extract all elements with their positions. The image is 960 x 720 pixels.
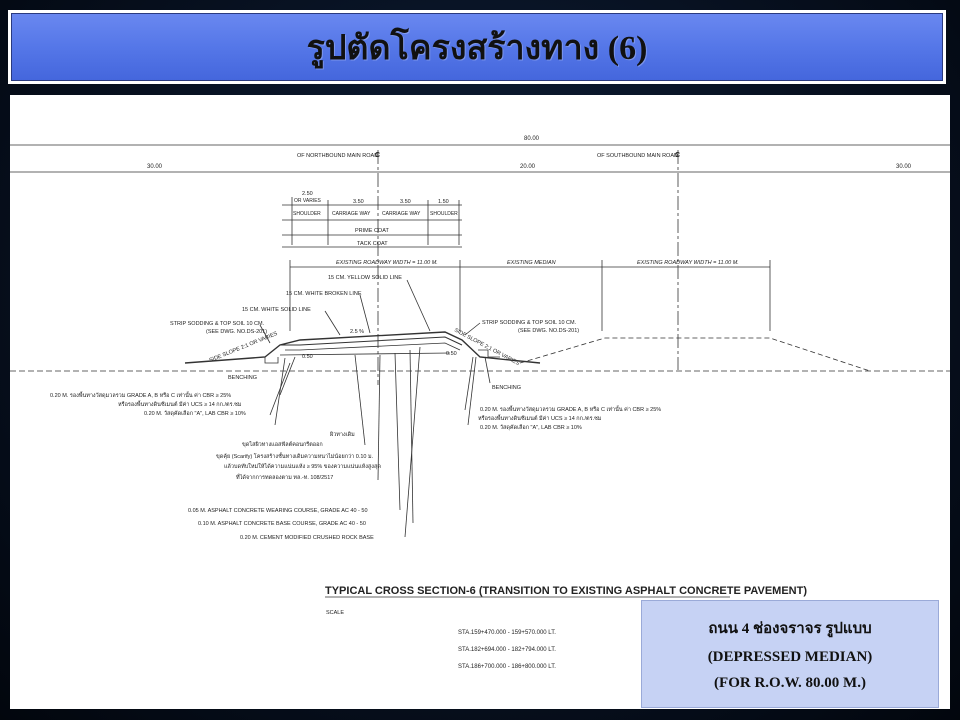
- offset-left: 0.50: [302, 354, 313, 360]
- note-4: แล้วบดทับใหม่ให้ได้ความแน่นแห้ง ≥ 95% ขอ…: [224, 463, 381, 470]
- pavement-surface: [184, 331, 541, 364]
- white-solid-label: 15 CM. WHITE SOLID LINE: [242, 307, 311, 313]
- cl-north-label: OF NORTHBOUND MAIN ROAD: [297, 153, 378, 159]
- title-bar: รูปตัดโครงสร้างทาง (6): [8, 10, 946, 84]
- note-3: ขุดคุ้ย (Scarify) โครงสร้างชั้นทางเดิมคว…: [216, 452, 374, 460]
- existing-roadway-2: EXISTING ROADWAY WIDTH = 11.00 M.: [637, 260, 739, 266]
- existing-roadway-1: EXISTING ROADWAY WIDTH = 11.00 M.: [336, 260, 438, 266]
- note-2: ขุดไสผิวทางแอสฟัลต์คอนกรีตออก: [242, 441, 323, 448]
- subbase-left-3: 0.20 M. วัสดุคัดเลือก "A", LAB CBR ≥ 10%: [144, 410, 246, 417]
- label-shoulder-left: SHOULDER: [293, 211, 321, 217]
- info-line-3: (FOR R.O.W. 80.00 M.): [714, 675, 866, 691]
- benching-left: BENCHING: [228, 375, 257, 381]
- station-2: STA.182+694.000 - 182+794.000 LT.: [458, 647, 556, 653]
- dim-or-varies: OR VARIES: [294, 198, 322, 204]
- note-5: ที่ได้จากการทดลองตาม ทล.-ท. 108/2517: [236, 473, 334, 481]
- subbase-right-1: 0.20 M. รองพื้นทางวัสดุมวลรวม GRADE A, B…: [480, 405, 661, 413]
- right-width-label: 30.00: [896, 164, 912, 170]
- existing-embankment: [519, 337, 871, 372]
- dim-shoulder-left: 2.50: [302, 191, 313, 197]
- station-3: STA.186+700.000 - 186+800.000 LT.: [458, 664, 556, 670]
- scale-label: SCALE: [326, 610, 344, 616]
- grade-label: 2.5 %: [350, 329, 364, 335]
- section-title: TYPICAL CROSS SECTION-6 (TRANSITION TO E…: [325, 585, 807, 597]
- median-width-label: 20.00: [520, 164, 536, 170]
- cl-south-label: OF SOUTHBOUND MAIN ROAD: [597, 153, 678, 159]
- subbase-left-2: หรือรองพื้นทางดินซีเมนต์ มีค่า UCS ≥ 14 …: [118, 400, 242, 408]
- cl-north-symbol: C: [375, 152, 380, 159]
- label-carriage-2: CARRIAGE WAY: [382, 211, 421, 217]
- see-dwg-right: (SEE DWG. NO.DS-201): [518, 328, 579, 334]
- dim-shoulder-right: 1.50: [438, 199, 449, 205]
- side-slope-right: SIDE SLOPE 2:1 OR VARIES: [453, 327, 521, 367]
- benching-right: BENCHING: [492, 385, 521, 391]
- offset-right: 0.50: [446, 351, 457, 357]
- note-1: ผิวทางเดิม: [329, 431, 355, 438]
- tack-coat-label: TACK COAT: [357, 241, 388, 247]
- dim-carriage-2: 3.50: [400, 199, 411, 205]
- existing-median: EXISTING MEDIAN: [507, 260, 556, 266]
- see-dwg-left: (SEE DWG. NO.DS-201): [206, 329, 267, 335]
- layer-1: 0.05 M. ASPHALT CONCRETE WEARING COURSE,…: [188, 508, 368, 514]
- info-box: ถนน 4 ช่องจราจร รูปแบบ (DEPRESSED MEDIAN…: [641, 600, 939, 708]
- subbase-right-3: 0.20 M. วัสดุคัดเลือก "A", LAB CBR ≥ 10%: [480, 424, 582, 431]
- strip-right-label: STRIP SODDING & TOP SOIL 10 CM.: [482, 320, 577, 326]
- page-title: รูปตัดโครงสร้างทาง (6): [306, 30, 648, 67]
- dim-carriage-1: 3.50: [353, 199, 364, 205]
- subbase-left-1: 0.20 M. รองพื้นทางวัสดุมวลรวม GRADE A, B…: [50, 391, 231, 399]
- subbase-right-2: หรือรองพื้นทางดินซีเมนต์ มีค่า UCS ≥ 14 …: [478, 414, 602, 422]
- yellow-line-label: 15 CM. YELLOW SOLID LINE: [328, 275, 402, 281]
- info-line-2: (DEPRESSED MEDIAN): [707, 649, 873, 665]
- prime-coat-label: PRIME COAT: [355, 228, 389, 234]
- total-width-label: 80.00: [524, 136, 540, 142]
- cl-south-symbol: C: [675, 152, 680, 159]
- label-carriage-1: CARRIAGE WAY: [332, 211, 371, 217]
- layer-2: 0.10 M. ASPHALT CONCRETE BASE COURSE, GR…: [198, 521, 366, 527]
- layer-3: 0.20 M. CEMENT MODIFIED CRUSHED ROCK BAS…: [240, 535, 374, 541]
- left-width-label: 30.00: [147, 164, 163, 170]
- strip-left-label: STRIP SODDING & TOP SOIL 10 CM.: [170, 321, 265, 327]
- cross-section-drawing: 80.00 30.00 20.00 30.00 OF NORTHBOUND MA…: [10, 95, 950, 709]
- station-1: STA.159+470.000 - 159+570.000 LT.: [458, 630, 556, 636]
- info-line-1: ถนน 4 ช่องจราจร รูปแบบ: [708, 621, 872, 637]
- white-broken-label: 15 CM. WHITE BROKEN LINE: [286, 291, 362, 297]
- label-shoulder-right: SHOULDER: [430, 211, 458, 217]
